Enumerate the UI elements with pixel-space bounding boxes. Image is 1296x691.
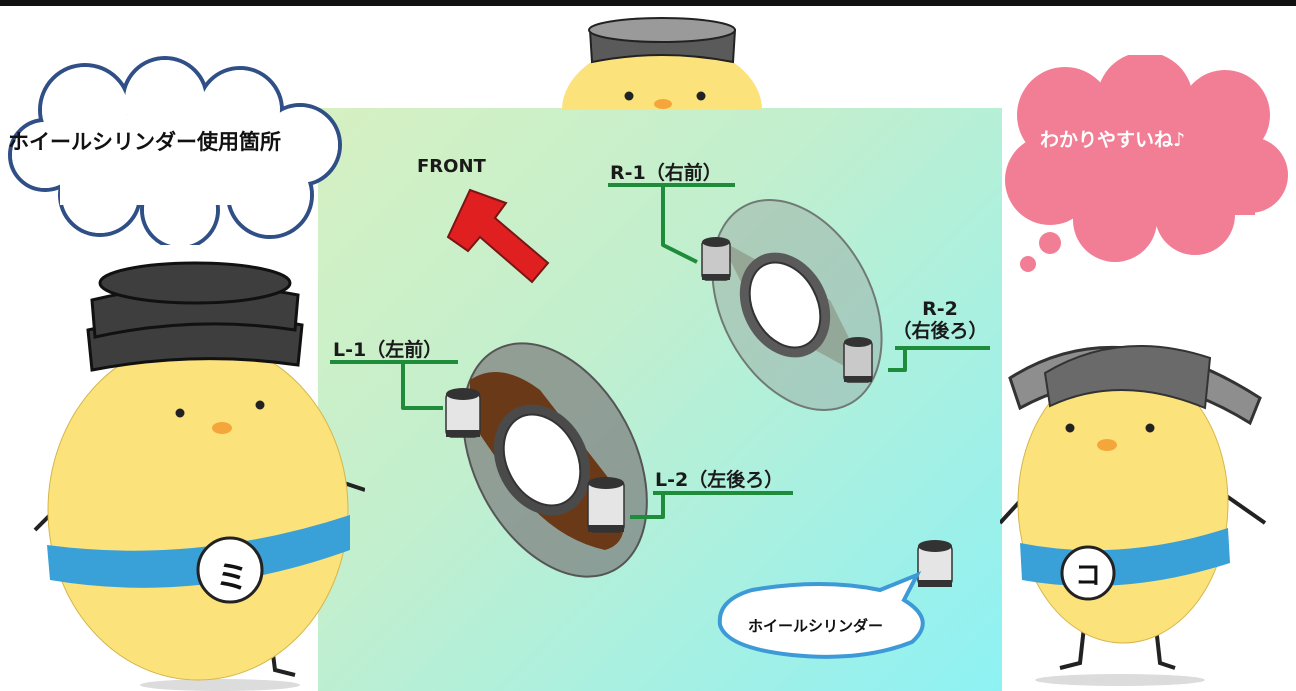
top-chick-illustration (562, 17, 762, 110)
right-chick-illustration (1000, 345, 1267, 686)
right-thought-cloud (1005, 55, 1288, 272)
label-r2: R-2 （右後ろ） (890, 298, 990, 342)
wheel-cylinder-r1 (701, 237, 731, 281)
wheel-cylinder-r2 (843, 337, 873, 383)
callout-text: ホイールシリンダー (748, 617, 884, 635)
wheel-cylinder-l2 (587, 477, 625, 533)
left-chick-illustration (33, 261, 365, 691)
left-thought-cloud (8, 56, 342, 245)
wheel-cylinder-l1 (445, 388, 481, 438)
front-arrow-icon (446, 188, 550, 284)
right-brake-disc-diagram (701, 199, 883, 411)
label-l2: L-2（左後ろ） (655, 469, 784, 491)
label-l1: L-1（左前） (333, 339, 443, 361)
label-r2-line1: R-2 (922, 298, 958, 320)
right-cloud-text: わかりやすいね♪ (1040, 129, 1186, 151)
front-label: FRONT (417, 156, 486, 177)
label-r1: R-1（右前） (610, 162, 722, 184)
left-brake-disc-diagram (445, 342, 648, 578)
wheel-cylinder-legend-icon (917, 540, 953, 587)
left-chick-badge-text: ミ (216, 558, 249, 596)
label-r2-line2: （右後ろ） (892, 320, 988, 342)
top-bar (0, 0, 1296, 6)
right-chick-badge-text: コ (1074, 561, 1101, 591)
callout-bubble (717, 571, 925, 659)
left-cloud-text: ホイールシリンダー使用箇所 (8, 130, 281, 154)
